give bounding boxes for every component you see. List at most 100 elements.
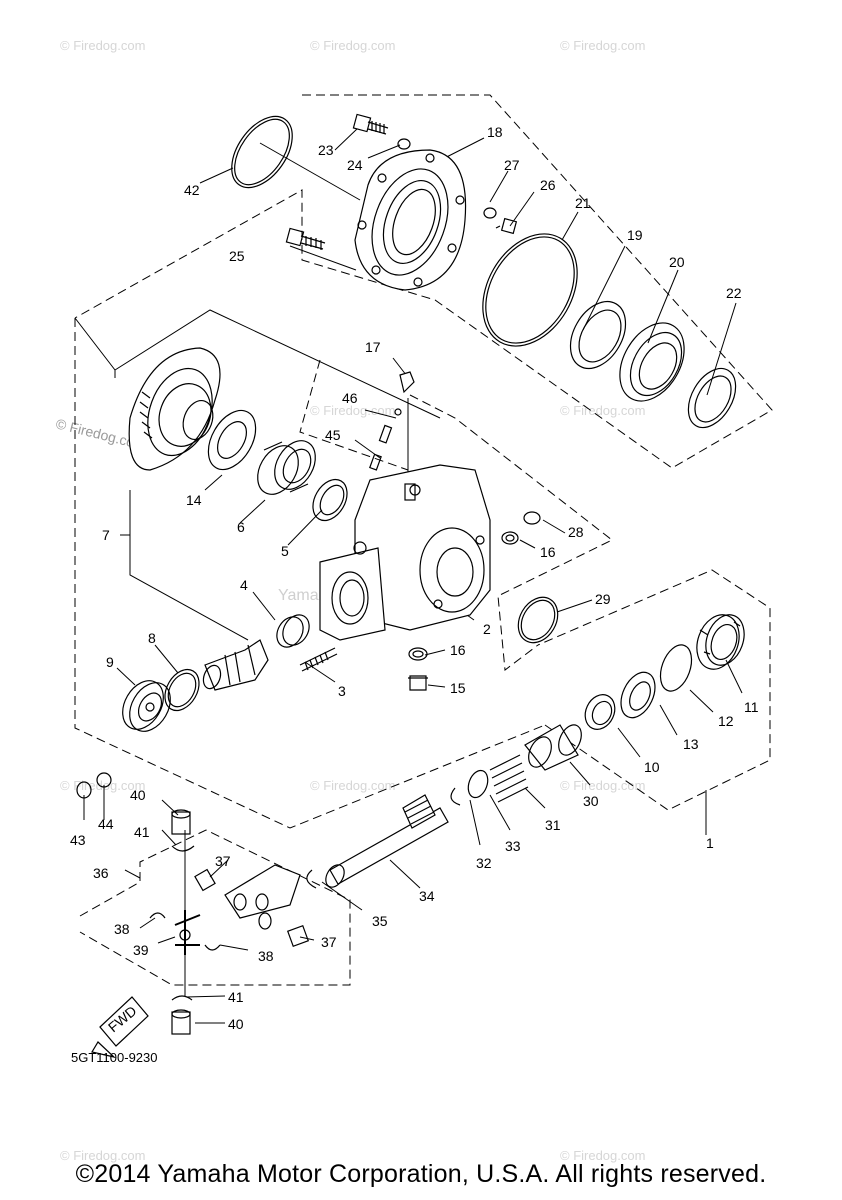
part-label-9: 9 [106, 654, 114, 670]
part-label-46: 46 [342, 390, 358, 406]
ring-nut-11 [696, 614, 745, 670]
assembly-boundary-lines [74, 94, 773, 986]
part-label-14: 14 [186, 492, 202, 508]
part-label-21: 21 [575, 195, 591, 211]
part-drawings [76, 113, 745, 1059]
o-ring-8 [164, 668, 200, 712]
cover-18 [354, 149, 467, 291]
part-label-41b: 41 [228, 989, 244, 1005]
part-label-37b: 37 [321, 934, 337, 950]
part-label-40a: 40 [130, 787, 146, 803]
part-label-18: 18 [487, 124, 503, 140]
needle-bearing-6 [257, 440, 316, 495]
part-label-24: 24 [347, 157, 363, 173]
circlip-41a [171, 845, 195, 852]
seal-10 [584, 694, 616, 730]
drive-shaft-34 [325, 794, 449, 888]
part-label-35: 35 [372, 913, 388, 929]
part-label-43: 43 [70, 832, 86, 848]
drain-plug-15 [408, 675, 428, 691]
bearing-cup-40b [171, 1009, 191, 1035]
part-label-38a: 38 [114, 921, 130, 937]
circlip-32 [450, 787, 461, 806]
watermark-text: © Firedog.com [60, 778, 145, 793]
bolt-26 [495, 217, 518, 235]
watermark-text: © Firedog.com [310, 38, 395, 53]
gasket-16b [408, 647, 428, 661]
part-label-2: 2 [483, 621, 491, 637]
part-label-13: 13 [683, 736, 699, 752]
washer-33 [467, 769, 489, 799]
watermark-text: © Firedog.com [560, 403, 645, 418]
ring-gear-7 [128, 347, 221, 471]
spring-31 [489, 754, 529, 803]
part-label-28: 28 [568, 524, 584, 540]
pin-45 [378, 424, 393, 444]
bolt-23 [352, 113, 389, 135]
collar-5 [312, 478, 348, 522]
bolt-25 [285, 227, 326, 250]
part-label-27: 27 [504, 157, 520, 173]
part-label-19: 19 [627, 227, 643, 243]
watermark-text: © Firedog.com [310, 778, 395, 793]
part-label-12: 12 [718, 713, 734, 729]
part-label-36: 36 [93, 865, 109, 881]
part-label-26: 26 [540, 177, 556, 193]
part-label-7: 7 [102, 527, 110, 543]
copyright-notice: ©2014 Yamaha Motor Corporation, U.S.A. A… [75, 1160, 767, 1188]
bearing-cup-40a [171, 809, 191, 835]
circlip-41b [171, 995, 193, 1001]
part-label-34: 34 [419, 888, 435, 904]
part-label-16b: 16 [450, 642, 466, 658]
part-label-17: 17 [365, 339, 381, 355]
part-label-23: 23 [318, 142, 334, 158]
part-label-45: 45 [325, 427, 341, 443]
stud-3 [299, 647, 338, 672]
shim-14 [207, 409, 257, 471]
part-label-5: 5 [281, 543, 289, 559]
part-label-4: 4 [240, 577, 248, 593]
part-label-15: 15 [450, 680, 466, 696]
bearing-13 [620, 671, 656, 719]
universal-joint [149, 864, 310, 955]
o-ring-12 [659, 644, 693, 692]
watermark-text: © Firedog.com [560, 778, 645, 793]
watermark-text: © Firedog.com [60, 1148, 145, 1163]
diagram-code: 5GT1100-9230 [71, 1050, 158, 1065]
part-label-1: 1 [706, 835, 714, 851]
o-ring-42 [231, 115, 293, 189]
part-labels: 1 2 3 4 5 6 7 8 9 10 11 12 13 14 15 16 1… [70, 124, 759, 1032]
oil-seal-19 [569, 300, 627, 370]
part-label-22: 22 [726, 285, 742, 301]
o-ring-21 [482, 233, 578, 347]
part-label-38b: 38 [258, 948, 274, 964]
part-label-40b: 40 [228, 1016, 244, 1032]
part-label-6: 6 [237, 519, 245, 535]
washer-27 [483, 207, 497, 219]
plug-28 [523, 511, 541, 525]
part-label-8: 8 [148, 630, 156, 646]
leader-lines [74, 127, 743, 1024]
circlip-35 [306, 869, 317, 889]
pinion-gear-7 [202, 639, 269, 691]
part-label-42: 42 [184, 182, 200, 198]
part-label-20: 20 [669, 254, 685, 270]
part-label-16a: 16 [540, 544, 556, 560]
part-label-39: 39 [133, 942, 149, 958]
nut-43 [76, 781, 92, 799]
clip-46 [394, 408, 402, 416]
watermark-text: © Firedog.com [310, 403, 395, 418]
part-label-41a: 41 [134, 824, 150, 840]
part-label-11: 11 [744, 699, 759, 715]
o-ring-29 [517, 596, 559, 644]
oil-seal-22 [687, 367, 737, 429]
bearing-4 [276, 616, 304, 648]
part-label-25: 25 [229, 248, 245, 264]
part-label-10: 10 [644, 759, 660, 775]
breather-17 [399, 371, 415, 394]
fwd-arrow-icon [91, 996, 149, 1059]
part-label-30: 30 [583, 793, 599, 809]
washer-24 [397, 138, 411, 150]
part-label-37a: 37 [215, 853, 231, 869]
